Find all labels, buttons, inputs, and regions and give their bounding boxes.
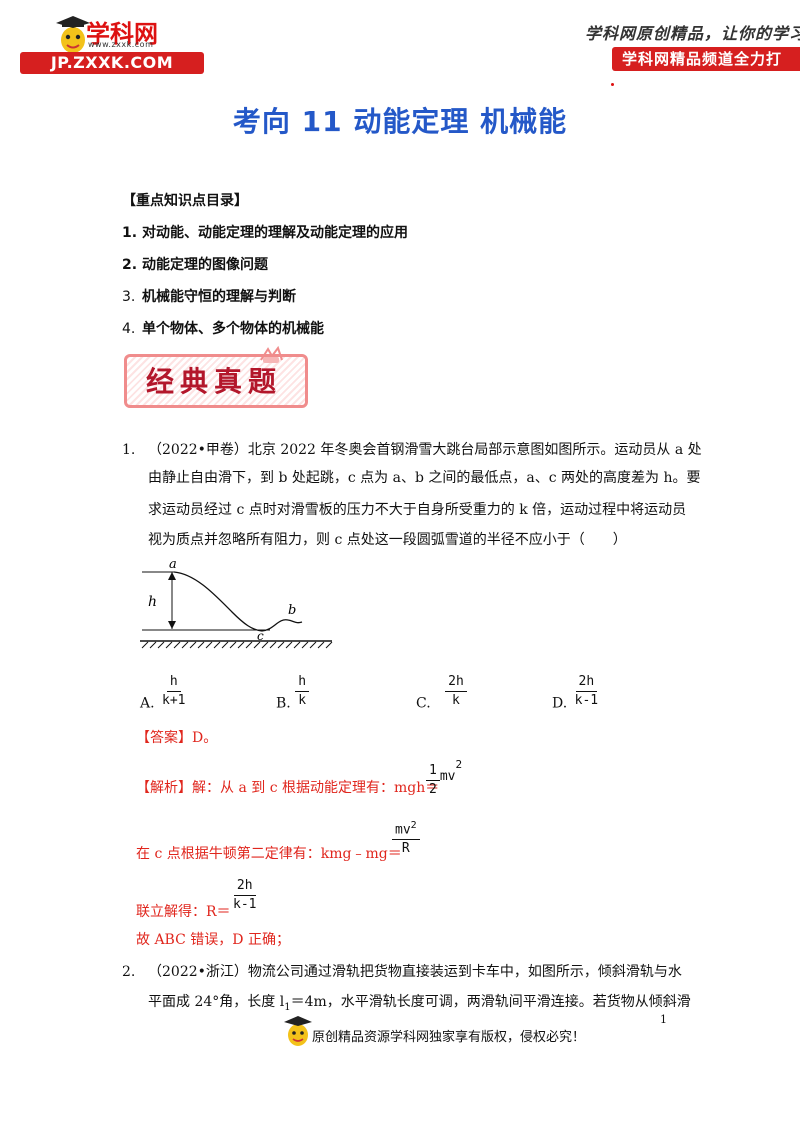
toc-item-1[interactable]: 1.对动能、动能定理的理解及动能定理的应用	[122, 225, 408, 241]
q1-analysis-line-2: 在 c 点根据牛顿第二定律有：kmg﹣mg＝	[136, 846, 402, 862]
page-title: 考向 11 动能定理 机械能	[232, 105, 568, 138]
q2-line-2: 平面成 24°角，长度 l1＝4m，水平滑轨长度可调，两滑轨间平滑连接。若货物从…	[148, 994, 691, 1013]
logo-text: 学科网	[86, 20, 158, 48]
toc-item-3[interactable]: 3.机械能守恒的理解与判断	[122, 289, 296, 305]
header-slogan-bar: 学科网精品频道全力打	[612, 47, 800, 71]
section-banner	[124, 354, 308, 408]
mascot-logo-icon	[56, 16, 90, 53]
decorative-dot	[611, 83, 614, 86]
q1-line-4: 视为质点并忽略所有阻力，则 c 点处这一段圆弧雪道的半径不应小于（ ）	[148, 532, 627, 548]
q2-line-1: 2.（2022•浙江）物流公司通过滑轨把货物直接装运到卡车中，如图所示，倾斜滑轨…	[122, 964, 682, 980]
logo-site-bar[interactable]: JP.ZXXK.COM	[20, 52, 204, 74]
header-slogan: 学科网原创精品，让你的学习上我	[584, 24, 800, 43]
page-number: 1	[660, 1013, 667, 1026]
mascot-footer-icon	[284, 1016, 312, 1046]
fig-label-h: h	[148, 594, 157, 610]
toc-heading: 【重点知识点目录】	[122, 193, 248, 209]
q1-line-3: 求运动员经过 c 点时对滑雪板的压力不大于自身所受重力的 k 倍，运动过程中将运…	[148, 502, 687, 518]
q1-line-2: 由静止自由滑下，到 b 处起跳，c 点为 a、b 之间的最低点，a、c 两处的高…	[148, 470, 701, 486]
footer-copyright: 原创精品资源学科网独家享有版权，侵权必究！	[312, 1030, 586, 1045]
fig-label-a: a	[169, 557, 177, 572]
q1-analysis-line-3: 联立解得：R＝	[136, 904, 231, 920]
fig-label-b: b	[288, 603, 296, 618]
q1-line-1: 1.（2022•甲卷）北京 2022 年冬奥会首钢滑雪大跳台局部示意图如图所示。…	[122, 442, 702, 458]
logo-url: www.zxxk.com	[88, 40, 154, 49]
q1-ski-slope-figure: a h b c	[140, 557, 333, 649]
q1-analysis-line-1: 【解析】解：从 a 到 c 根据动能定理有：mgh＝	[136, 780, 440, 796]
toc-item-4[interactable]: 4.单个物体、多个物体的机械能	[122, 321, 324, 337]
toc-item-2[interactable]: 2.动能定理的图像问题	[122, 257, 268, 273]
fig-label-c: c	[257, 629, 264, 643]
q1-conclusion: 故 ABC 错误，D 正确；	[136, 932, 290, 948]
q1-answer: 【答案】D。	[136, 730, 218, 746]
section-banner-text: 经典真题	[146, 365, 283, 398]
paperclip-icon	[260, 346, 283, 363]
